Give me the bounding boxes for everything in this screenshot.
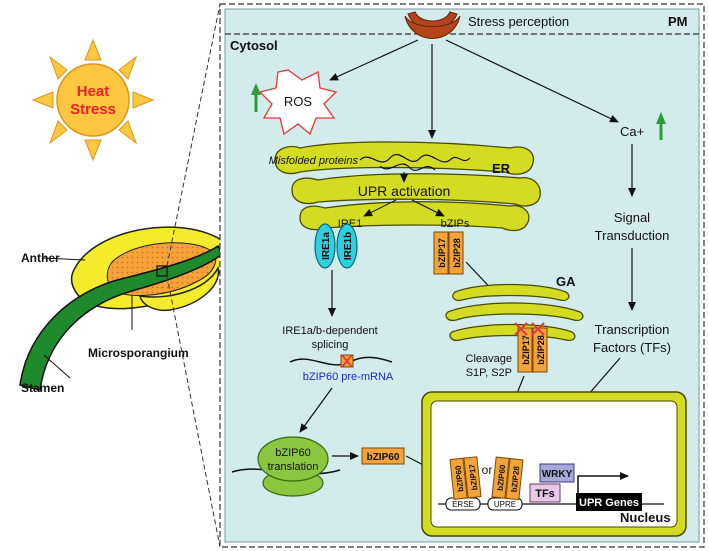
golgi-apparatus xyxy=(445,283,584,342)
bzip17-er-box xyxy=(433,231,449,275)
er-label: ER xyxy=(492,161,511,176)
tfs-box xyxy=(529,483,561,503)
bzip17-ga-box xyxy=(517,327,533,373)
sun-icon xyxy=(31,38,155,162)
tfs-box-label: TFs xyxy=(535,488,555,500)
ire1b-label: IRE1b xyxy=(343,232,354,260)
zoom-box xyxy=(156,265,168,277)
erse-label: ERSE xyxy=(452,500,474,509)
translation-line1: bZIP60 xyxy=(275,447,310,459)
bzip17-ga-label: bZIP17 xyxy=(521,335,531,365)
ire1b-shape xyxy=(336,223,358,269)
stress-label: Stress xyxy=(70,101,116,118)
upr-genes-label: UPR Genes xyxy=(579,497,639,509)
upr-genes-box xyxy=(576,493,642,511)
ribosome-large-subunit xyxy=(257,436,329,482)
cleavage-cross-1 xyxy=(514,322,528,336)
nucleus-label: Nucleus xyxy=(620,510,671,525)
translation-line2: translation xyxy=(268,461,319,473)
factors-label: Factors (TFs) xyxy=(593,340,671,355)
s1p-s2p-label: S1P, S2P xyxy=(466,367,512,379)
microsporangium-label: Microsporangium xyxy=(88,346,189,360)
pm-label: PM xyxy=(668,14,688,29)
cleavage-cross-2 xyxy=(531,322,545,336)
misfolded-label: Misfolded proteins xyxy=(269,155,359,167)
bzip60-protein-box xyxy=(361,447,405,465)
nuc-bzip28-label: bZIP28 xyxy=(510,465,522,493)
stamen-label: Stamen xyxy=(21,381,64,395)
splice-site-cross xyxy=(341,354,353,368)
nuc-bzip17-box xyxy=(463,456,482,499)
stress-perception-label: Stress perception xyxy=(468,14,569,29)
nuc-bzip60-box xyxy=(449,457,468,500)
ire1a-label: IRE1a xyxy=(321,232,332,260)
ros-starburst xyxy=(258,69,338,136)
calcium-label: Ca+ xyxy=(620,124,644,139)
pre-mrna-label: bZIP60 pre-mRNA xyxy=(303,371,394,383)
nuc-bzip28-box xyxy=(505,457,524,501)
anther-illustration xyxy=(19,226,229,391)
bzip28-er-label: bZIP28 xyxy=(452,238,462,268)
misfolded-protein-squiggle xyxy=(359,154,471,163)
transcription-label: Transcription xyxy=(595,322,670,337)
nuc-bzip60b-box xyxy=(491,456,510,499)
or-label: or xyxy=(482,463,493,477)
upre-label: UPRE xyxy=(494,500,516,509)
upr-activation-label: UPR activation xyxy=(358,183,451,199)
bzip28-ga-label: bZIP28 xyxy=(536,335,546,365)
bzips-label: bZIPs xyxy=(441,218,470,230)
transduction-label: Transduction xyxy=(595,228,670,243)
nuc-bzip60b-label: bZIP60 xyxy=(496,464,508,492)
ga-label: GA xyxy=(556,274,576,289)
cleavage-label: Cleavage xyxy=(466,353,512,365)
splicing-line1: IRE1a/b-dependent xyxy=(282,325,377,337)
nuc-bzip17-label: bZIP17 xyxy=(468,463,480,491)
heat-label: Heat xyxy=(77,83,110,100)
wrky-label: WRKY xyxy=(542,469,573,480)
nuc-bzip60-label: bZIP60 xyxy=(454,465,466,493)
signal-label: Signal xyxy=(614,210,650,225)
ros-label: ROS xyxy=(284,94,313,109)
ire1a-shape xyxy=(314,223,336,269)
wrky-box xyxy=(539,463,575,483)
bzip60-protein-label: bZIP60 xyxy=(367,452,400,463)
cytosol-label: Cytosol xyxy=(230,38,278,53)
splicing-line2: splicing xyxy=(312,339,349,351)
bzip17-er-label: bZIP17 xyxy=(437,238,447,268)
anther-label: Anther xyxy=(21,251,60,265)
bzip28-er-box xyxy=(448,231,464,275)
